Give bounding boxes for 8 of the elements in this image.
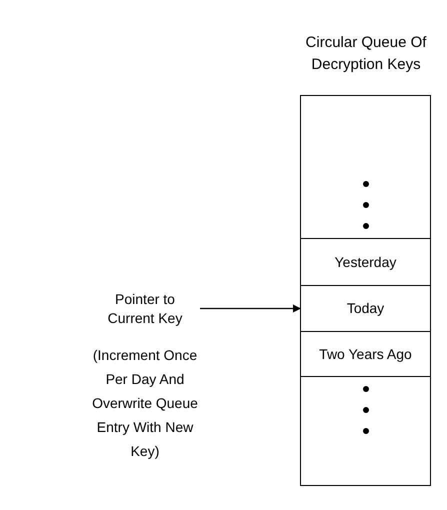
queue-cell: Today: [301, 285, 430, 332]
queue-column: [300, 95, 431, 486]
note-text: (Increment Once Per Day And Overwrite Queue Entry With New Key): [91, 346, 199, 461]
arrow: [200, 304, 301, 312]
queue-cell: Yesterday: [301, 238, 430, 286]
queue-cell: Two Years Ago: [301, 331, 430, 377]
title: Circular Queue Of Decryption Keys: [304, 33, 428, 75]
pointer-label: Pointer to Current Key: [90, 285, 200, 333]
